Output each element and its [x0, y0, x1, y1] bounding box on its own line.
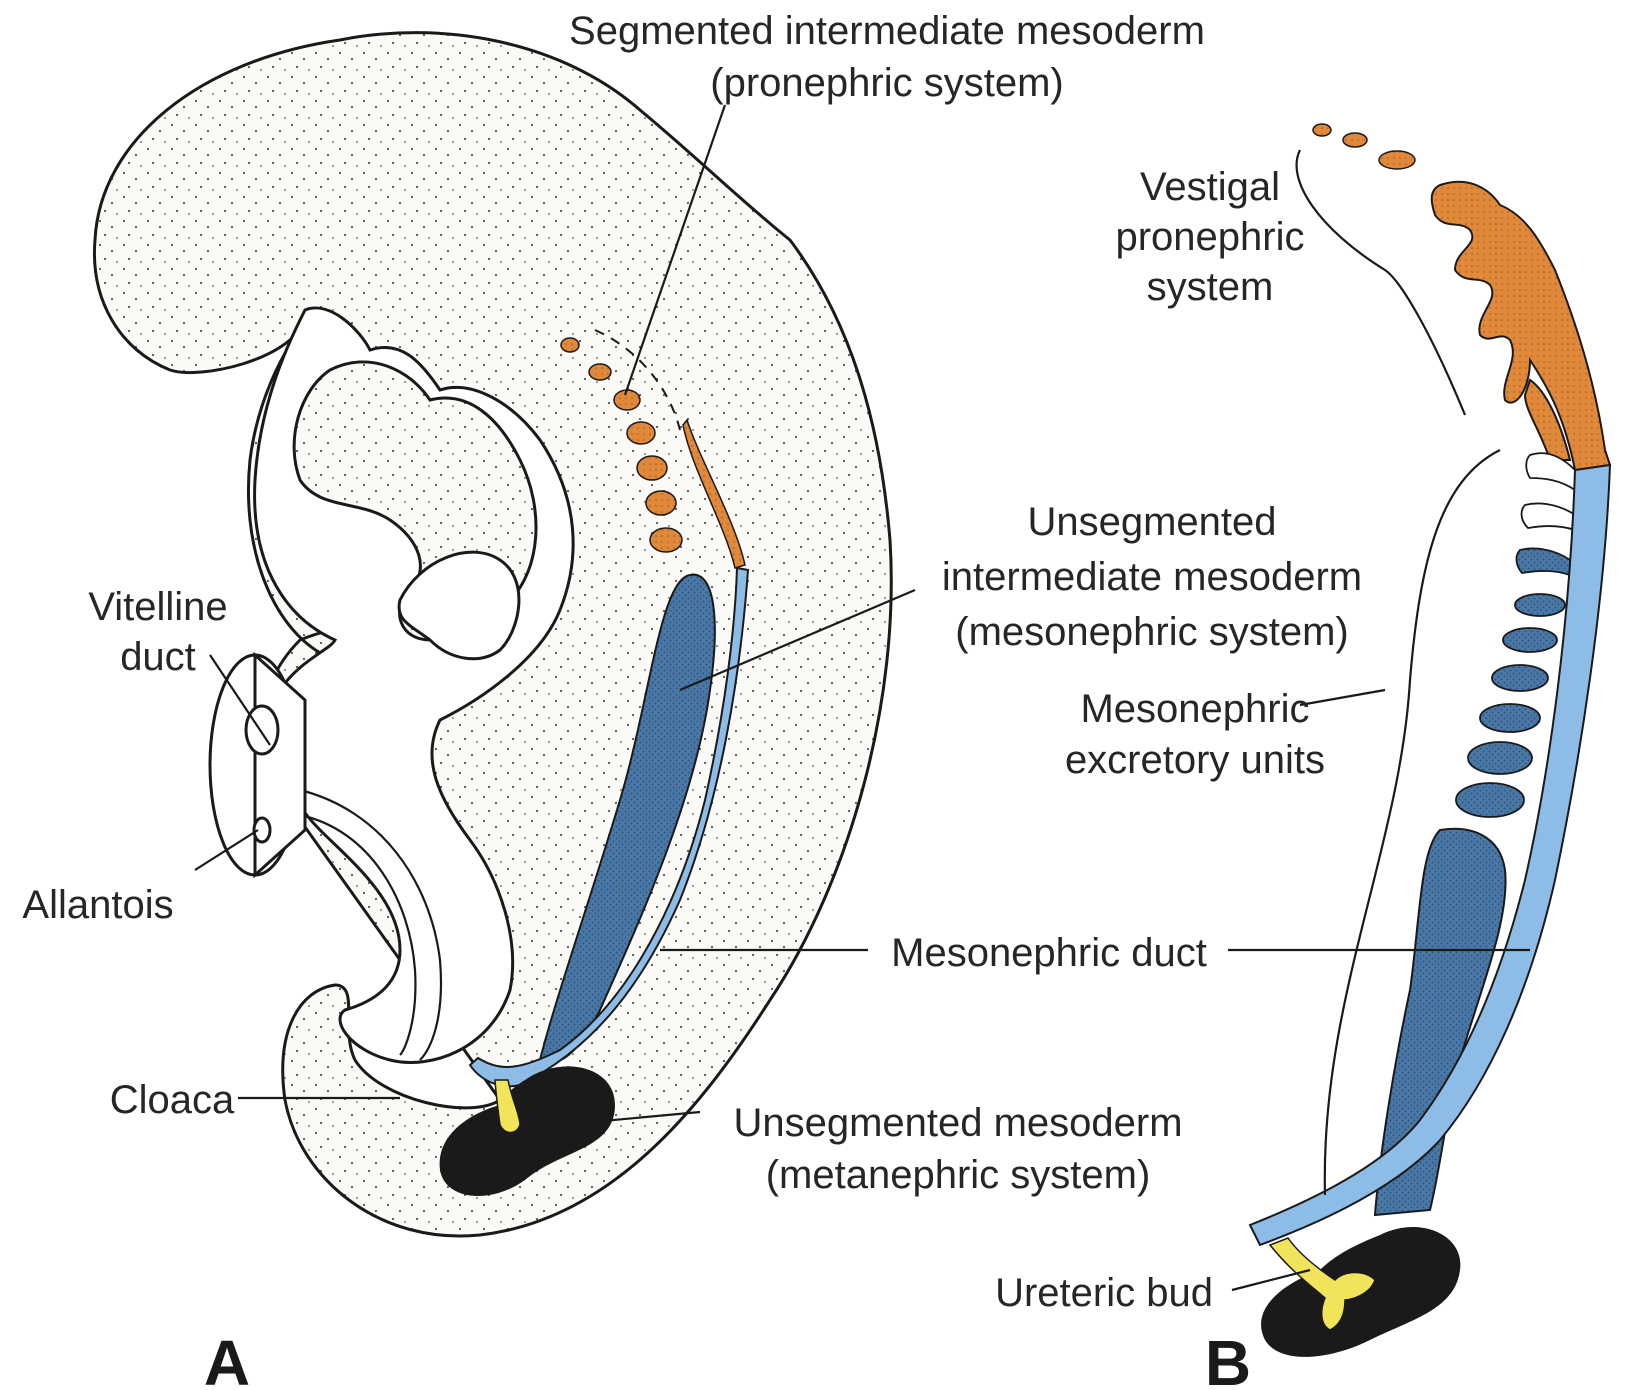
vestigial-pronephric-system [1432, 182, 1610, 470]
label-unsegmented-im-line3: (mesonephric system) [955, 610, 1348, 654]
pronephric-segment [561, 338, 579, 352]
mesonephric-unit [1503, 628, 1557, 652]
pronephric-segment [1379, 151, 1415, 169]
panel-label-a: A [204, 1327, 250, 1390]
label-cloaca: Cloaca [110, 1078, 235, 1122]
label-unsegmented-m-line1: Unsegmented mesoderm [733, 1101, 1182, 1145]
label-vestigal-line2: pronephric [1115, 215, 1304, 259]
mesonephric-unit [1456, 783, 1524, 817]
pronephric-segment [1343, 133, 1367, 147]
pronephric-segment [614, 390, 640, 410]
label-ureteric-bud: Ureteric bud [995, 1271, 1213, 1315]
mesonephric-unit [1516, 548, 1570, 575]
label-segmented-line1: Segmented intermediate mesoderm [569, 9, 1205, 53]
label-segmented-line2: (pronephric system) [710, 61, 1063, 105]
vitelline-opening [246, 706, 278, 754]
label-mesonephric-units-line2: excretory units [1065, 738, 1325, 782]
pronephric-segment [627, 422, 655, 444]
mesonephric-unit [1515, 594, 1565, 616]
label-vitelline-line2: duct [120, 635, 196, 679]
label-vestigal-line1: Vestigal [1140, 165, 1280, 209]
pronephric-segment [646, 491, 676, 515]
label-mesonephric-units-line1: Mesonephric [1080, 687, 1309, 731]
label-unsegmented-im-line2: intermediate mesoderm [942, 555, 1362, 599]
mesonephric-unit [1468, 742, 1532, 774]
label-unsegmented-im-line1: Unsegmented [1027, 500, 1276, 544]
mesonephric-unit [1522, 503, 1575, 530]
label-allantois: Allantois [22, 883, 173, 927]
label-unsegmented-m-line2: (metanephric system) [766, 1153, 1151, 1197]
label-mesonephric-duct: Mesonephric duct [891, 931, 1207, 975]
vestigial-pronephric-segments [1313, 124, 1415, 169]
pronephric-segment [1313, 124, 1331, 136]
leader-mesonephric-units [1300, 690, 1385, 705]
mesonephric-unit [1480, 704, 1540, 732]
panel-a-embryo [94, 33, 891, 1236]
pronephric-segment [589, 364, 611, 380]
panel-label-b: B [1205, 1327, 1251, 1390]
label-vitelline-line1: Vitelline [88, 585, 227, 629]
label-vestigal-line3: system [1147, 265, 1274, 309]
pronephric-segment [637, 456, 667, 480]
mesonephric-unit [1492, 665, 1548, 691]
pronephric-segment [650, 528, 682, 552]
